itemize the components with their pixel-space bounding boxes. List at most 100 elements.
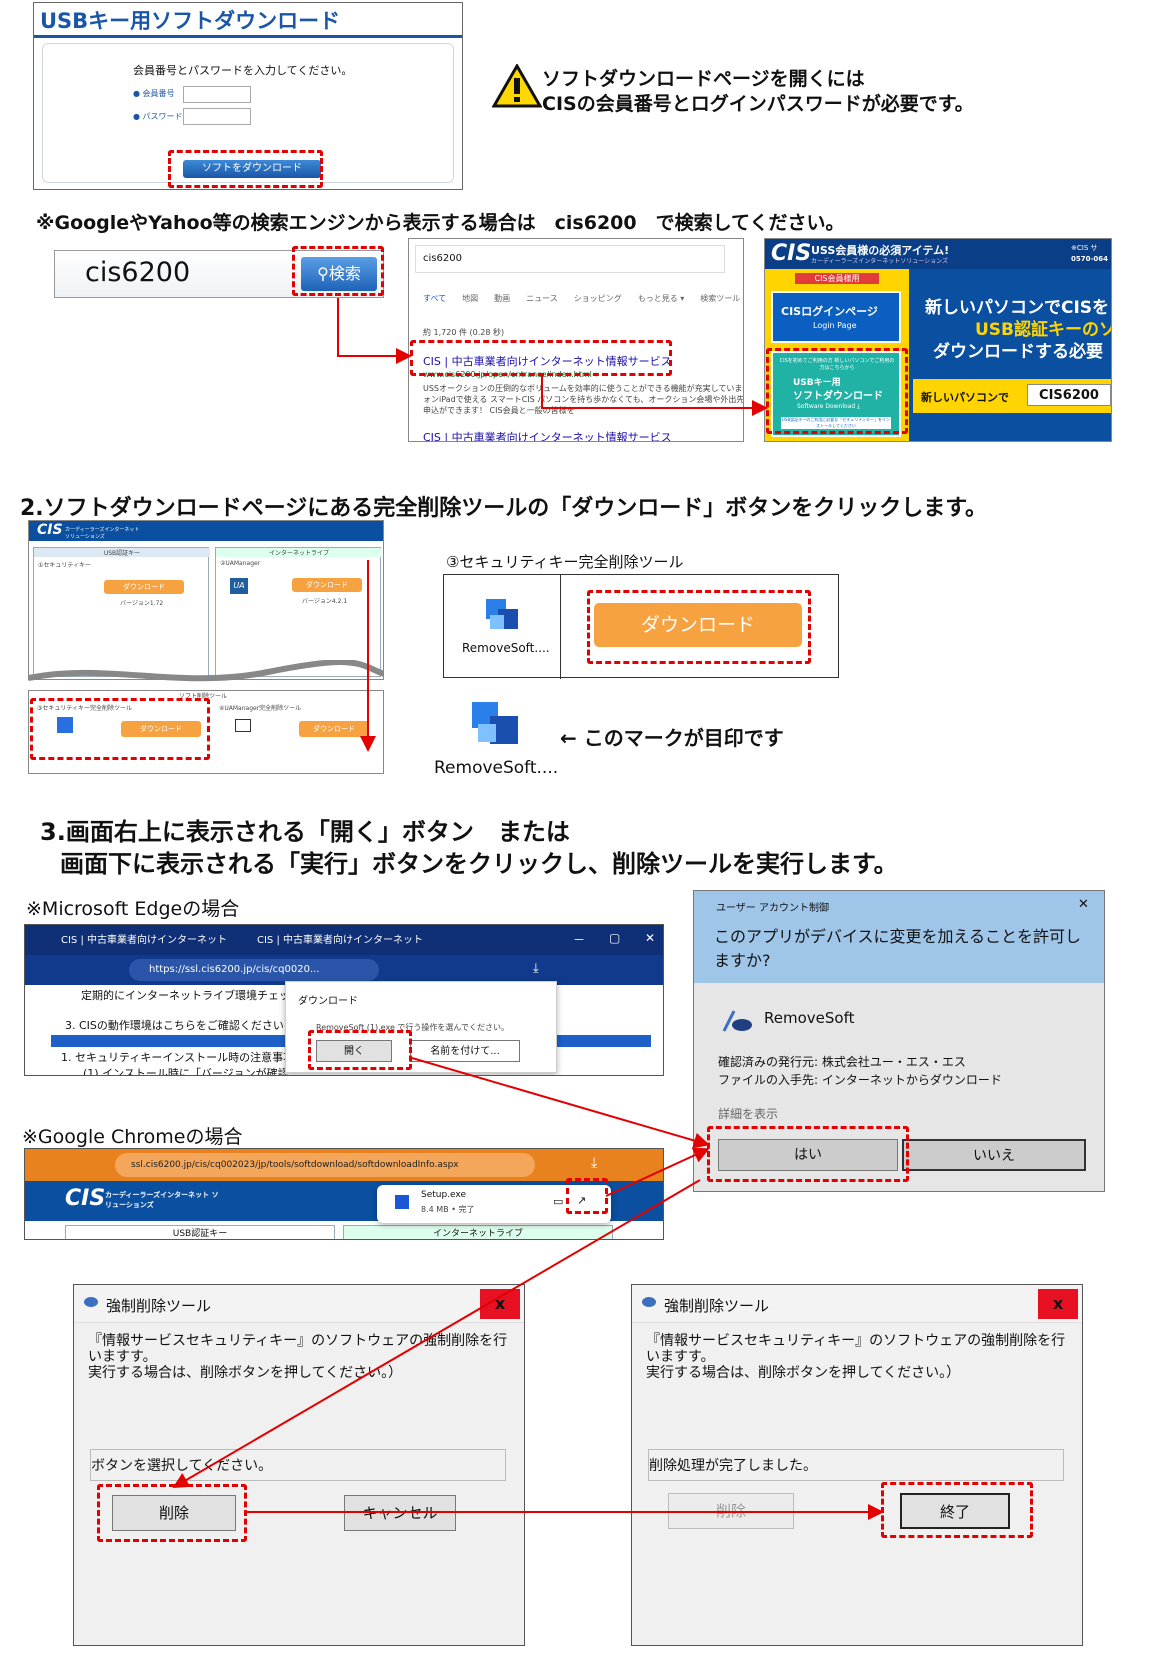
search-input[interactable]: cis6200: [85, 257, 191, 288]
thumb-dl4[interactable]: ダウンロード: [299, 721, 369, 737]
cis-usb-sub: Software Download ⤓: [797, 403, 860, 410]
cis-top-page: CIS USS会員様の必須アイテム! カーディーラーズインターネットソリューショ…: [764, 238, 1112, 442]
cis-bottom-left: 新しいパソコンで: [921, 391, 1009, 404]
tab-map[interactable]: 地図: [462, 294, 479, 303]
result-title-2[interactable]: CIS | 中古車業者向けインターネット情報サービス: [423, 431, 672, 442]
tab-news[interactable]: ニュース: [526, 294, 558, 303]
uac-app-name: RemoveSoft: [764, 1009, 855, 1027]
left-delete-button[interactable]: 削除: [112, 1495, 236, 1531]
thumb-window-icon: [235, 719, 251, 732]
highlight-edge-open: [308, 1030, 412, 1070]
thumb-col1: USB認証キー ①セキュリティキー ダウンロード バージョン1.72: [33, 547, 210, 677]
arrow-edge-to-uac: [411, 1057, 710, 1149]
thumb-header: CIS カーディーラーズインターネット ソリューションズ: [29, 521, 383, 541]
thumb-sec4: ④UAManager完全削除ツール: [219, 705, 302, 712]
step2-heading: 2.ソフトダウンロードページにある完全削除ツールの「ダウンロード」ボタンをクリッ…: [20, 496, 988, 521]
edge-open-button[interactable]: 開く: [316, 1040, 392, 1062]
soft-download-button[interactable]: ソフトをダウンロード: [183, 160, 321, 178]
right-title: 強制削除ツール: [664, 1297, 770, 1315]
removesoft-icon: [482, 595, 522, 635]
cis-login-button[interactable]: CISログインページ Login Page: [771, 291, 901, 343]
left-message: 『情報サービスセキュリティキー』のソフトウェアの強制削除を行いますす。 実行する…: [88, 1333, 508, 1381]
cis-login-sub: Login Page: [813, 321, 857, 330]
edge-save-as-button[interactable]: 名前を付けて...: [410, 1040, 520, 1062]
tab-shopping[interactable]: ショッピング: [573, 294, 622, 303]
chrome-toolbar: ssl.cis6200.jp/cis/cq002023/jp/tools/sof…: [25, 1149, 663, 1181]
right-status: 削除処理が完了しました。: [648, 1449, 1064, 1481]
tab-all[interactable]: すべて: [423, 294, 447, 303]
login-instruction: 会員番号とパスワードを入力してください。: [133, 64, 353, 77]
edge-tab-1[interactable]: CIS | 中古車業者向けインターネット: [61, 935, 228, 946]
thumb-col2: インターネットライブ ②UAManager UA ダウンロード バージョン4.2…: [215, 547, 382, 677]
edge-toolbar: https://ssl.cis6200.jp/cis/cq0020... ⤓: [25, 955, 663, 985]
uac-title: ユーザー アカウント制御: [716, 903, 829, 914]
results-query-box: [415, 245, 725, 273]
tool-name: RemoveSoft....: [462, 641, 550, 655]
edge-download-icon[interactable]: ⤓: [533, 961, 539, 976]
uac-close-icon[interactable]: ✕: [1078, 897, 1089, 912]
download-page-thumb: CIS カーディーラーズインターネット ソリューションズ USB認証キー ①セキ…: [28, 520, 384, 680]
cis-logo: CIS: [771, 241, 812, 266]
thumb-col2-title: インターネットライブ: [216, 548, 382, 557]
cis-usb-download-button[interactable]: CISを初めてご利用の方 新しいパソコンでご利用の方はこちらから USBキー用 …: [771, 351, 901, 437]
cis-big-line2: USB認証キーのソ: [975, 320, 1112, 340]
right-close-button[interactable]: x: [1038, 1289, 1078, 1319]
edge-body-line-1: 定期的にインターネットライブ環境チェック: [81, 989, 301, 1002]
uac-yes-button[interactable]: はい: [718, 1139, 898, 1171]
edge-tab-2[interactable]: CIS | 中古車業者向けインターネット: [257, 935, 424, 946]
search-button[interactable]: ⚲検索: [301, 257, 377, 291]
mark-note: ← このマークが目印です: [560, 726, 784, 750]
result-snippet-2: ォンiPadで使える スマートCIS パソコンを持ち歩かなくても、オークション会…: [423, 395, 744, 404]
cis-header-text: USS会員様の必須アイテム!: [811, 244, 950, 257]
login-panel-underline: [34, 35, 462, 38]
thumb-dl1[interactable]: ダウンロード: [104, 580, 184, 594]
thumb-sec3: ③セキュリティキー完全削除ツール: [37, 705, 133, 712]
thumb-removesoft-icon: [57, 717, 73, 733]
tab-tools[interactable]: 検索ツール: [700, 294, 741, 303]
edge-maximize-icon[interactable]: ▢: [609, 931, 621, 945]
edge-address-bar[interactable]: https://ssl.cis6200.jp/cis/cq0020...: [129, 959, 379, 981]
edge-minimize-icon[interactable]: －: [573, 933, 586, 947]
setup-file-icon: [395, 1195, 409, 1209]
chrome-brand: カーディーラーズインターネット ソリューションズ: [105, 1191, 219, 1209]
cis-usb-label2: ソフトダウンロード: [793, 391, 883, 402]
highlight-removal-download: [587, 590, 811, 664]
arrow-uac-to-delete: [172, 1179, 701, 1489]
right-finish-button[interactable]: 終了: [900, 1493, 1010, 1529]
arrow-chrome-to-uac: [605, 1147, 710, 1197]
removal-download-button[interactable]: ダウンロード: [594, 603, 802, 647]
login-panel: USBキー用ソフトダウンロード 会員番号とパスワードを入力してください。 ● 会…: [33, 2, 463, 190]
chrome-cis-logo: CIS: [65, 1186, 106, 1211]
thumb-logo: CIS: [37, 522, 63, 538]
tab-video[interactable]: 動画: [494, 294, 511, 303]
thumb-sec1: ①セキュリティキー: [38, 562, 92, 569]
thumb-col1-title: USB認証キー: [34, 548, 210, 557]
result-title[interactable]: CIS | 中古車業者向けインターネット情報サービス: [423, 355, 672, 368]
member-number-input[interactable]: [183, 86, 251, 103]
cis-usb-note: CISを初めてご利用の方 新しいパソコンでご利用の方はこちらから: [779, 358, 895, 371]
tab-more[interactable]: もっと見る ▾: [637, 294, 685, 303]
uac-question: このアプリがデバイスに変更を加えることを許可しますか?: [714, 927, 1082, 970]
password-input[interactable]: [183, 108, 251, 125]
thumb-dl2[interactable]: ダウンロード: [292, 578, 362, 592]
edge-close-icon[interactable]: ✕: [645, 931, 656, 945]
open-file-icon[interactable]: ↗: [577, 1194, 587, 1207]
tool-table: RemoveSoft.... ダウンロード: [443, 574, 839, 679]
results-count: 約 1,720 件 (0.28 秒): [423, 328, 505, 337]
cis-header-sub: カーディーラーズインターネットソリューションズ: [811, 258, 949, 265]
cis-usb-foot: USB認証キーのご利用に必要な「セキュリティキー」をインストールしてください: [781, 417, 891, 429]
uac-details-link[interactable]: 詳細を表示: [718, 1107, 779, 1121]
chrome-download-icon[interactable]: ⤓: [591, 1155, 598, 1171]
result-snippet-3: 申込ができます！ CIS会員と一般の皆様を: [423, 406, 575, 415]
highlight-soft-download: [168, 150, 323, 188]
thumb-dl3[interactable]: ダウンロード: [121, 721, 201, 737]
cis-big-line1: 新しいパソコンでCISを: [925, 298, 1110, 318]
uac-header: ユーザー アカウント制御 ✕ このアプリがデバイスに変更を加えることを許可します…: [694, 891, 1104, 983]
cis-big-line3: ダウンロードする必要: [933, 342, 1103, 362]
chrome-address-bar[interactable]: ssl.cis6200.jp/cis/cq002023/jp/tools/sof…: [115, 1153, 535, 1177]
results-tabs: すべて 地図 動画 ニュース ショッピング もっと見る ▾ 検索ツール: [423, 293, 740, 304]
folder-icon[interactable]: ▭: [553, 1195, 564, 1208]
edge-download-panel: ダウンロード RemoveSoft (1).exe で行う操作を選んでください。…: [285, 981, 557, 1073]
edge-window: CIS | 中古車業者向けインターネット CIS | 中古車業者向けインターネッ…: [24, 924, 664, 1076]
uac-no-button[interactable]: いいえ: [902, 1139, 1086, 1171]
